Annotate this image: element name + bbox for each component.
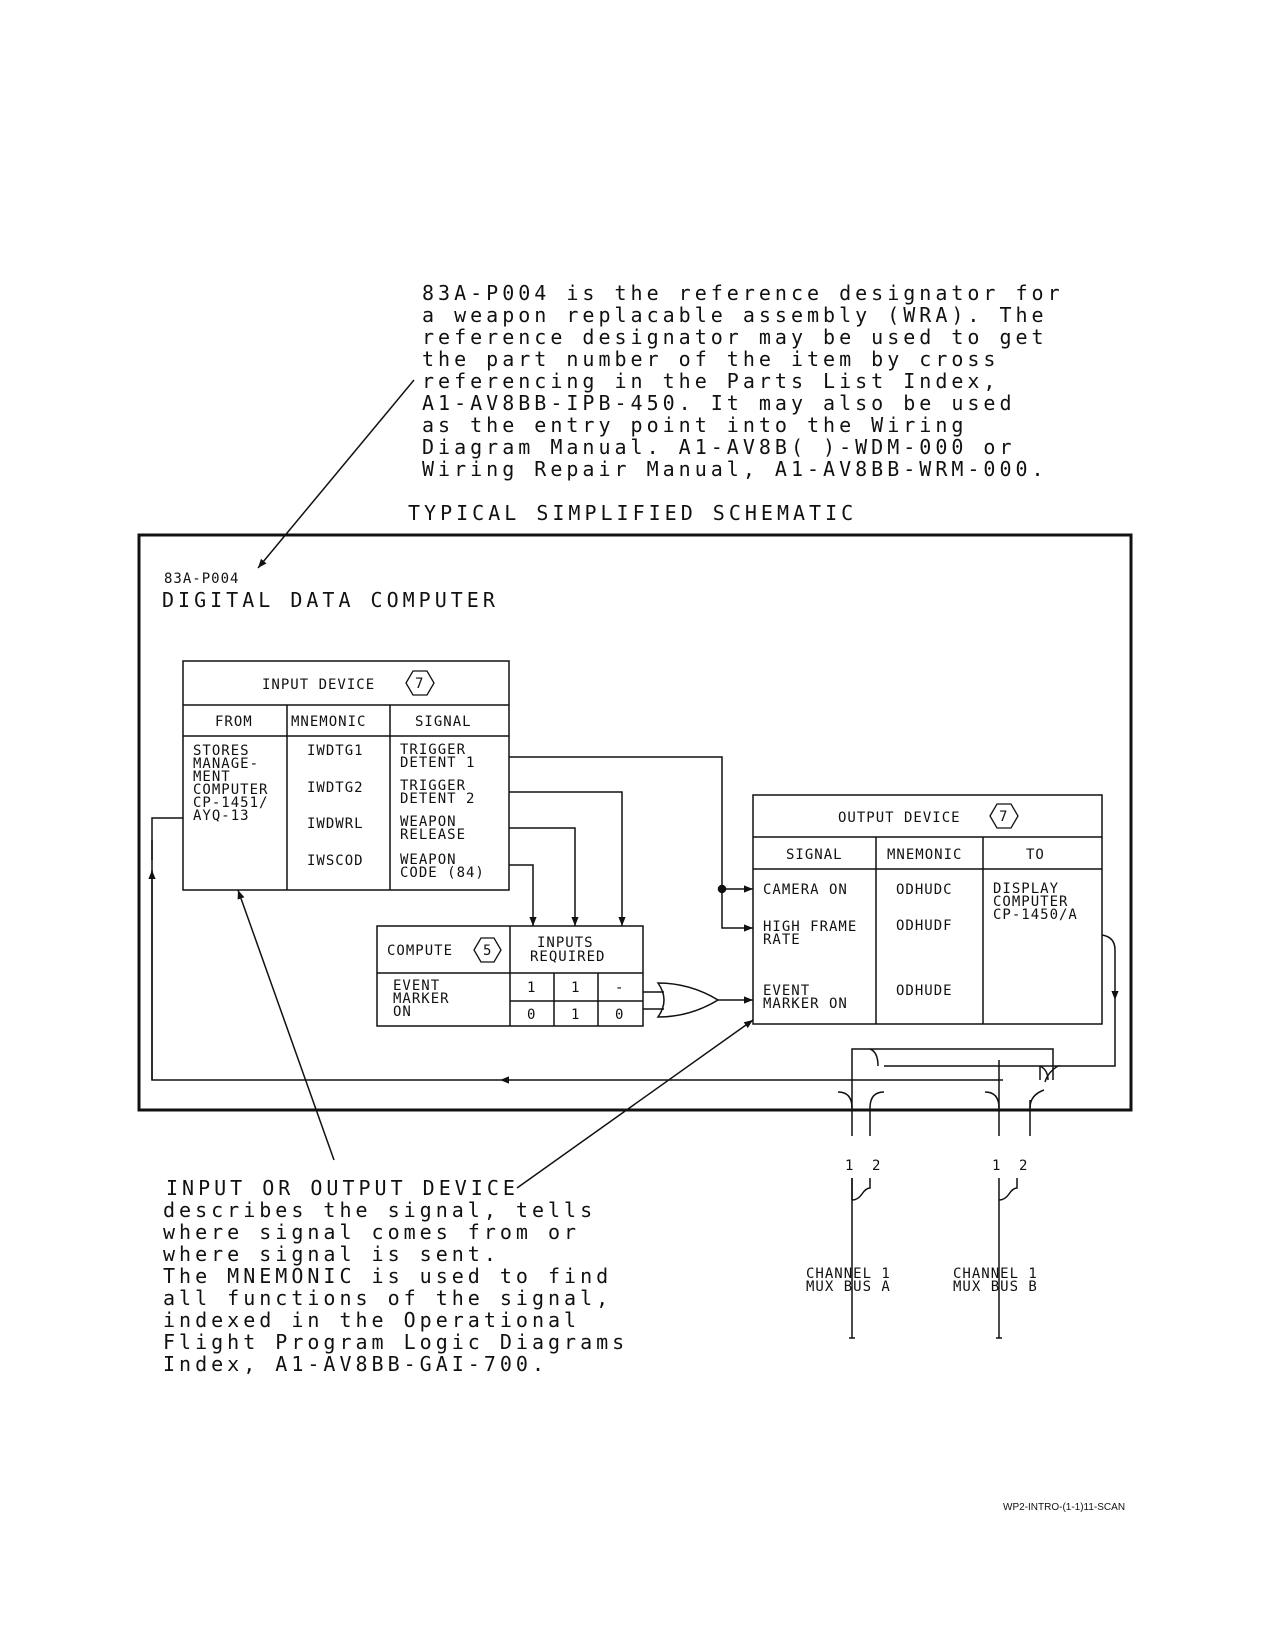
bus-wire-label: 1 xyxy=(845,1158,854,1174)
output-signal: HIGH FRAME xyxy=(763,919,857,935)
compute-cell: 1 xyxy=(571,1007,580,1023)
input-header-mnemonic: MNEMONIC xyxy=(291,714,366,730)
callout-bottom-line: Flight Program Logic Diagrams xyxy=(163,1330,628,1354)
compute-note-number: 5 xyxy=(483,943,492,959)
input-signal: DETENT 1 xyxy=(400,755,475,771)
output-mnemonic: ODHUDC xyxy=(896,882,953,898)
callout-top-line: referencing in the Parts List Index, xyxy=(422,369,999,393)
output-device-title: OUTPUT DEVICE xyxy=(838,810,961,826)
output-signal: RATE xyxy=(763,932,801,948)
input-mnemonic: IWSCOD xyxy=(307,853,364,869)
input-signal: TRIGGER xyxy=(400,742,466,758)
input-mnemonic: IWDWRL xyxy=(307,816,364,832)
output-note-number: 7 xyxy=(999,809,1008,825)
input-signal: WEAPON xyxy=(400,852,457,868)
compute-event-line: ON xyxy=(393,1004,412,1020)
callout-bottom-line: where signal comes from or xyxy=(163,1220,580,1244)
callout-bottom-leader-input xyxy=(237,889,335,1161)
input-from-line: MANAGE- xyxy=(193,756,259,772)
compute-cell: 0 xyxy=(527,1007,536,1023)
note-7-hexagon-icon xyxy=(405,670,435,696)
input-signal: CODE (84) xyxy=(400,865,485,881)
callout-bottom-line: where signal is sent. xyxy=(163,1242,500,1266)
output-to-line: COMPUTER xyxy=(993,894,1068,910)
output-mnemonic: ODHUDE xyxy=(896,983,953,999)
compute-cell: 0 xyxy=(615,1007,624,1023)
output-to-line: DISPLAY xyxy=(993,881,1059,897)
channel-a-label: CHANNEL 1 xyxy=(806,1266,891,1282)
note-5-hexagon-icon xyxy=(473,937,502,963)
callout-bottom-line: INPUT OR OUTPUT DEVICE xyxy=(166,1176,519,1200)
callout-top-line: A1-AV8BB-IPB-450. It may also be used xyxy=(422,391,1016,415)
compute-cell: 1 xyxy=(527,980,536,996)
bus-wire-label: 2 xyxy=(1019,1158,1028,1174)
callout-top-line: a weapon replacable assembly (WRA). The xyxy=(422,303,1048,327)
callout-top-line: 83A-P004 is the reference designator for xyxy=(422,281,1064,305)
callout-bottom-line: The MNEMONIC is used to find xyxy=(163,1264,612,1288)
callout-top-leader xyxy=(257,379,415,569)
callout-top-line: Diagram Manual. A1-AV8B( )-WDM-000 or xyxy=(422,435,1016,459)
callout-top-line: Wiring Repair Manual, A1-AV8BB-WRM-000. xyxy=(422,457,1048,481)
callout-bottom-line: Index, A1-AV8BB-GAI-700. xyxy=(163,1352,548,1376)
or-gate-icon xyxy=(643,982,720,1018)
callout-bottom: INPUT OR OUTPUT DEVICE describes the sig… xyxy=(163,1176,628,1376)
output-to-line: CP-1450/A xyxy=(993,907,1078,923)
compute-cell: - xyxy=(615,980,624,996)
mux-bus-wiring xyxy=(837,1048,1054,1339)
digital-data-computer-frame xyxy=(137,533,1133,1112)
compute-event-line: EVENT xyxy=(393,978,440,994)
output-signal: EVENT xyxy=(763,983,810,999)
input-from-line: CP-1451/ xyxy=(193,795,268,811)
output-device-table: OUTPUT DEVICE 7 SIGNAL MNEMONIC TO CAMER… xyxy=(752,794,1103,1025)
compute-event-line: MARKER xyxy=(393,991,450,1007)
reference-designator: 83A-P004 xyxy=(164,571,239,587)
callout-top-line: as the entry point into the Wiring xyxy=(422,413,967,437)
input-mnemonic: IWDTG2 xyxy=(307,780,364,796)
compute-label: COMPUTE xyxy=(387,943,453,959)
compute-cell: 1 xyxy=(571,980,580,996)
output-signal: CAMERA ON xyxy=(763,882,848,898)
input-signal: WEAPON xyxy=(400,814,457,830)
compute-table: COMPUTE 5 INPUTS REQUIRED EVENT MARKER O… xyxy=(376,925,644,1027)
input-from-line: COMPUTER xyxy=(193,782,268,798)
input-signal: RELEASE xyxy=(400,827,466,843)
schematic-title: TYPICAL SIMPLIFIED SCHEMATIC xyxy=(408,501,857,525)
callout-bottom-line: indexed in the Operational xyxy=(163,1308,580,1332)
channel-b-label: MUX BUS B xyxy=(953,1279,1038,1295)
compute-inputs-header: INPUTS xyxy=(537,935,594,951)
channel-a-label: MUX BUS A xyxy=(806,1279,891,1295)
output-header-to: TO xyxy=(1026,847,1045,863)
compute-inputs-header: REQUIRED xyxy=(530,949,605,965)
input-note-number: 7 xyxy=(415,676,424,692)
callout-top-line: the part number of the item by cross xyxy=(422,347,999,371)
output-signal: MARKER ON xyxy=(763,996,848,1012)
input-signal: TRIGGER xyxy=(400,778,466,794)
input-header-from: FROM xyxy=(215,714,253,730)
input-from-line: AYQ-13 xyxy=(193,808,250,824)
input-from-line: STORES xyxy=(193,743,250,759)
input-device-table: INPUT DEVICE 7 FROM MNEMONIC SIGNAL STOR… xyxy=(182,660,510,891)
figure-id: WP2-INTRO-(1-1)11-SCAN xyxy=(1003,1502,1125,1513)
input-signal: DETENT 2 xyxy=(400,791,475,807)
callout-bottom-line: all functions of the signal, xyxy=(163,1286,612,1310)
output-mnemonic: ODHUDF xyxy=(896,918,953,934)
output-header-mnemonic: MNEMONIC xyxy=(887,847,962,863)
input-header-signal: SIGNAL xyxy=(415,714,472,730)
callout-top-line: reference designator may be used to get xyxy=(422,325,1048,349)
output-header-signal: SIGNAL xyxy=(786,847,843,863)
bus-wire-label: 1 xyxy=(992,1158,1001,1174)
input-mnemonic: IWDTG1 xyxy=(307,743,364,759)
input-device-title: INPUT DEVICE xyxy=(262,677,375,693)
input-from-line: MENT xyxy=(193,769,231,785)
channel-b-label: CHANNEL 1 xyxy=(953,1266,1038,1282)
note-7-hexagon-icon xyxy=(989,803,1019,829)
bus-wire-label: 2 xyxy=(872,1158,881,1174)
unit-name: DIGITAL DATA COMPUTER xyxy=(162,588,499,612)
signal-wiring xyxy=(148,756,1119,1084)
callout-top: 83A-P004 is the reference designator for… xyxy=(422,281,1064,481)
callout-bottom-leader-output xyxy=(516,1019,754,1189)
callout-bottom-line: describes the signal, tells xyxy=(163,1198,596,1222)
